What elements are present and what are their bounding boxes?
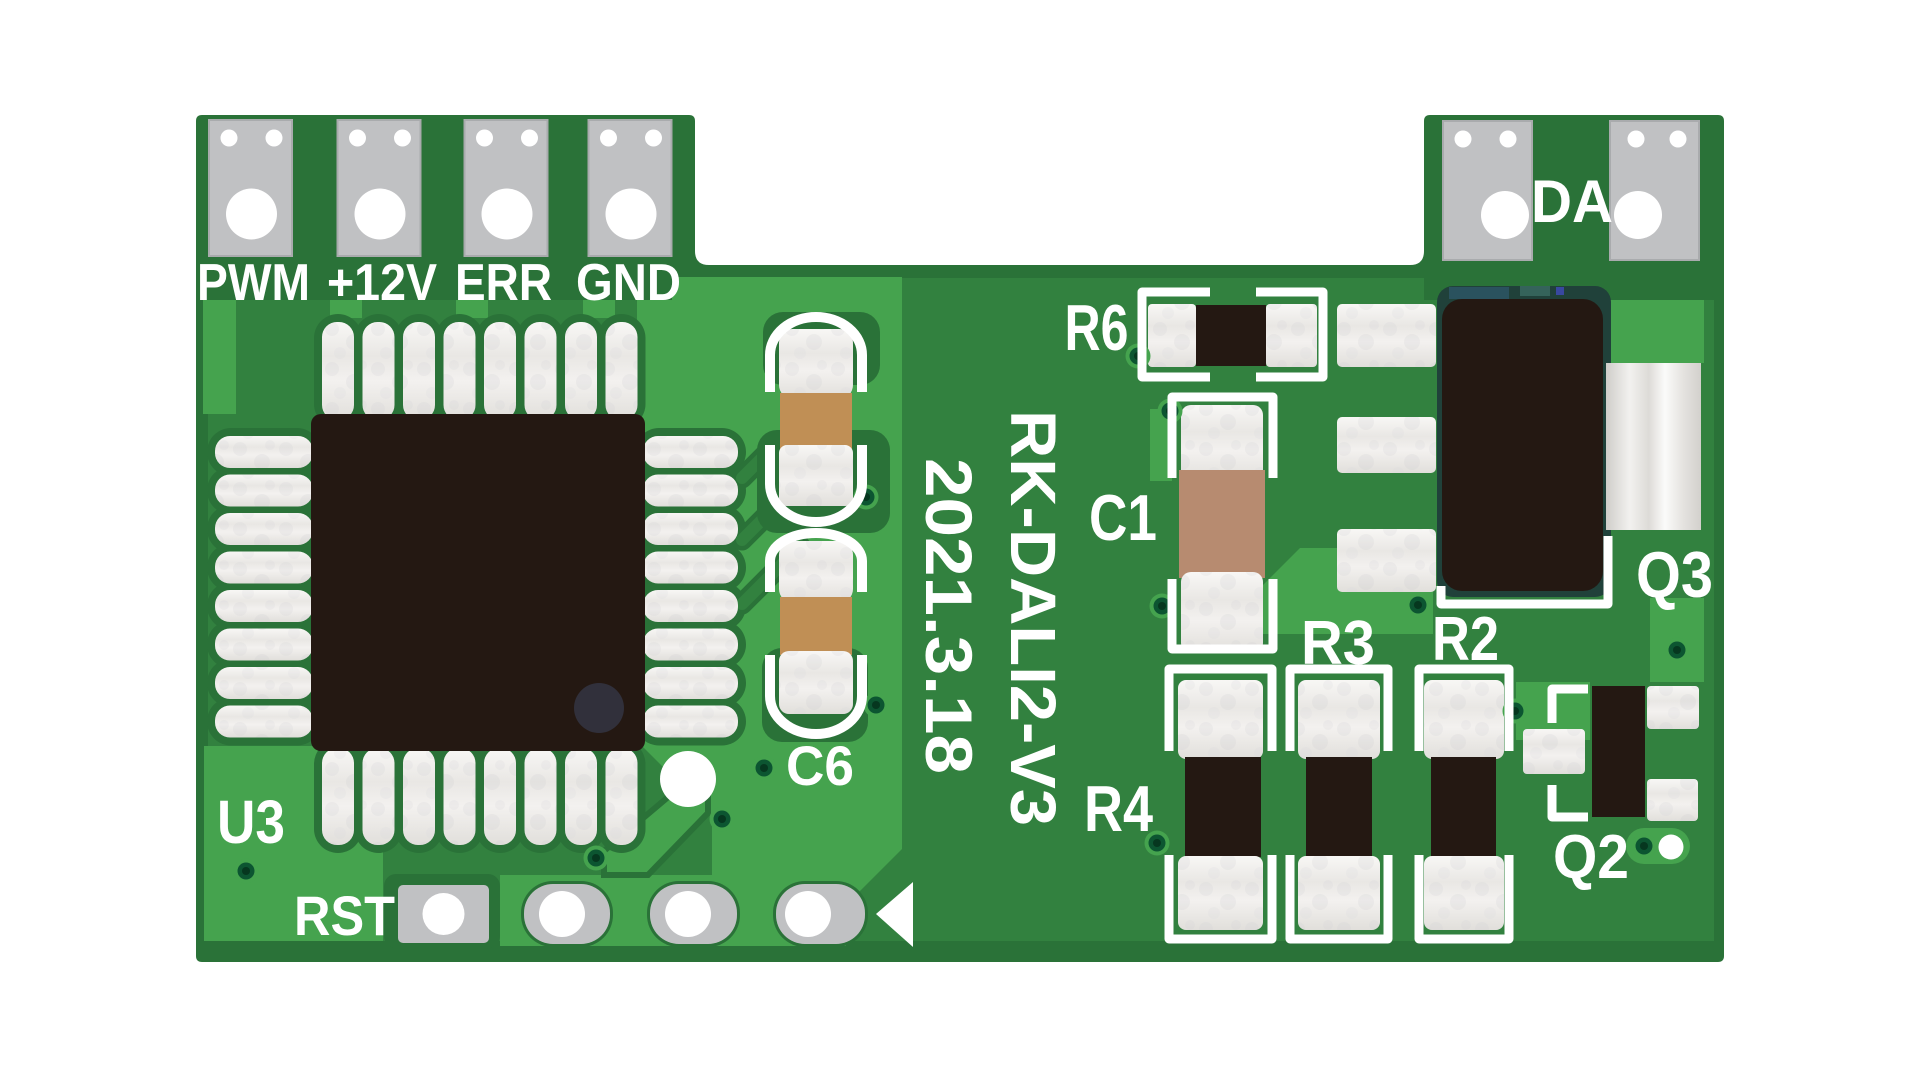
svg-text:PWM: PWM xyxy=(197,254,310,312)
svg-text:R4: R4 xyxy=(1084,772,1153,845)
svg-text:RK-DALI2-V3: RK-DALI2-V3 xyxy=(997,410,1069,826)
svg-text:+12V: +12V xyxy=(327,254,437,312)
svg-text:C6: C6 xyxy=(786,734,854,797)
svg-text:2021.3.18: 2021.3.18 xyxy=(912,458,986,774)
svg-text:ERR: ERR xyxy=(455,254,552,312)
svg-text:Q2: Q2 xyxy=(1553,823,1629,892)
svg-text:C1: C1 xyxy=(1089,481,1157,554)
svg-text:R2: R2 xyxy=(1432,605,1499,674)
svg-text:U3: U3 xyxy=(217,788,285,856)
svg-text:R3: R3 xyxy=(1301,609,1375,678)
svg-text:R6: R6 xyxy=(1065,291,1129,364)
svg-text:RST: RST xyxy=(294,884,395,947)
svg-text:Q3: Q3 xyxy=(1636,538,1713,611)
svg-text:DA: DA xyxy=(1531,168,1613,235)
svg-text:GND: GND xyxy=(576,254,681,312)
